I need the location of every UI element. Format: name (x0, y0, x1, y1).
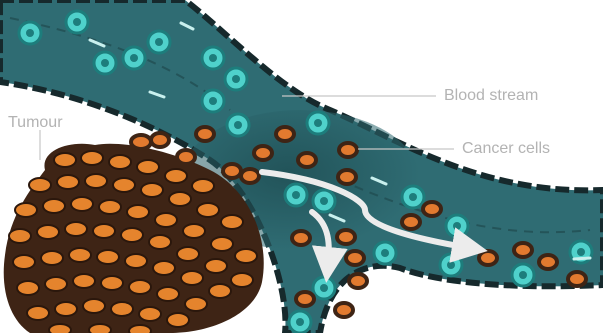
cancer-cell (402, 215, 420, 229)
cancer-cell (276, 127, 294, 141)
cancer-cell (292, 231, 310, 245)
cancer-cell (539, 255, 557, 269)
blood-stream-label: Blood stream (444, 87, 538, 105)
cancer-cell (337, 230, 355, 244)
cancer-cell (423, 202, 441, 216)
cancer-cells-label: Cancer cells (462, 140, 550, 158)
cancer-cell (479, 251, 497, 265)
cancer-cell (338, 170, 356, 184)
cancer-cell (254, 146, 272, 160)
cancer-cell (514, 243, 532, 257)
cancer-cell (568, 272, 586, 286)
cancer-cell (298, 153, 316, 167)
cancer-cell (349, 274, 367, 288)
cancer-cell (335, 303, 353, 317)
cancer-cell (296, 292, 314, 306)
cancer-cell (339, 143, 357, 157)
tumour-label: Tumour (8, 114, 63, 132)
cancer-cell (346, 251, 364, 265)
